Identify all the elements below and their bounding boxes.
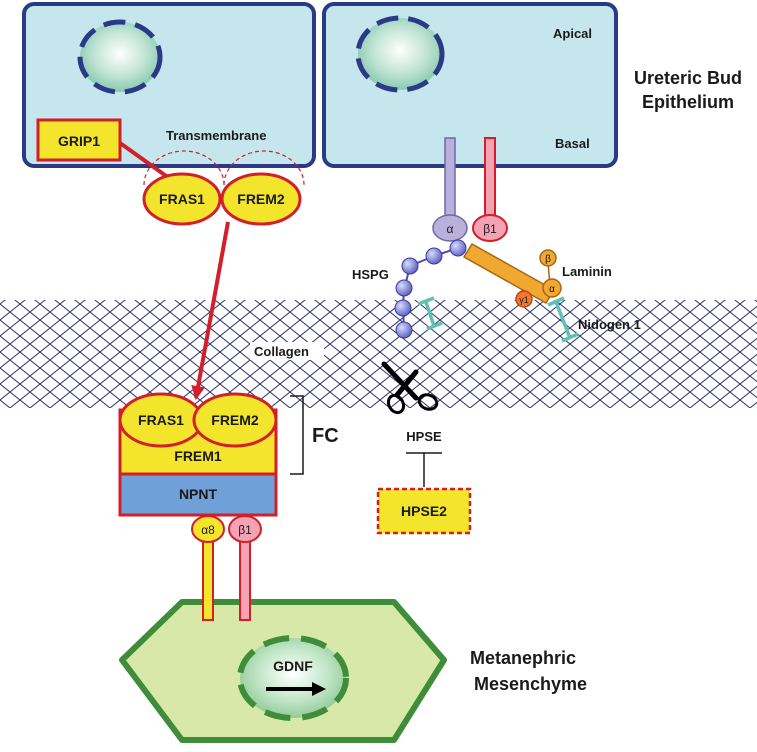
frem2-top-label: FREM2 <box>237 191 285 207</box>
nucleus-right <box>355 15 445 93</box>
ureteric-bud-label: Ureteric Bud <box>634 68 742 88</box>
mesenchyme-label: Mesenchyme <box>474 674 587 694</box>
fc-complex: FRAS1 FREM2 FREM1 NPNT <box>118 392 278 517</box>
integrin-alpha8: α8 <box>191 515 225 621</box>
fc-label: FC <box>312 425 339 447</box>
hpse-label: HPSE <box>406 429 442 444</box>
laminin-gamma1-label: γ1 <box>519 295 529 305</box>
gdnf-arrow-icon <box>266 682 326 696</box>
laminin-alpha-label: α <box>549 284 555 295</box>
collagen-mesh <box>0 300 757 408</box>
scissors-icon <box>381 361 439 415</box>
apical-label: Apical <box>553 26 592 41</box>
fc-bracket <box>290 395 304 475</box>
frem2-fc-label: FREM2 <box>211 412 259 428</box>
collagen-label: Collagen <box>254 344 309 359</box>
basal-label: Basal <box>555 136 590 151</box>
nidogen-label: Nidogen 1 <box>578 317 641 332</box>
laminin-beta <box>539 249 557 267</box>
alpha-upper-label: α <box>447 222 454 236</box>
fras1-top: FRAS1 <box>142 172 222 226</box>
integrin-beta1-upper: β1 <box>472 137 508 242</box>
grip1-label: GRIP1 <box>58 133 100 149</box>
hpse2-box: HPSE2 <box>376 487 472 535</box>
alpha8-label: α8 <box>201 523 215 537</box>
epithelium-label: Epithelium <box>642 92 734 112</box>
frem2-top: FREM2 <box>220 172 302 226</box>
frem2-fc <box>192 392 278 448</box>
nidogen-right <box>547 296 579 343</box>
mesenchyme-cell: GDNF <box>119 599 447 743</box>
laminin-beta-label: β <box>545 254 551 265</box>
frem1-label: FREM1 <box>174 448 222 464</box>
laminin: β α γ1 <box>462 242 562 308</box>
nucleus-left <box>77 19 163 95</box>
gdnf-label: GDNF <box>273 658 313 674</box>
metanephric-label: Metanephric <box>470 648 576 668</box>
fras1-top-label: FRAS1 <box>159 191 205 207</box>
epithelial-cell-right <box>322 2 618 168</box>
laminin-gamma1 <box>515 290 533 308</box>
hpse2-label: HPSE2 <box>401 503 447 519</box>
nidogen-left <box>417 296 443 331</box>
integrin-beta1-lower: β1 <box>228 515 262 621</box>
grip1-box: GRIP1 <box>36 118 122 162</box>
hspg-label: HSPG <box>352 267 389 282</box>
transmembrane-arcs <box>143 150 305 186</box>
fras1-fc-label: FRAS1 <box>138 412 184 428</box>
laminin-alpha <box>542 278 562 298</box>
beta1-lower-label: β1 <box>238 523 252 537</box>
integrin-alpha-upper: α <box>432 137 468 242</box>
hspg-chain <box>394 239 467 339</box>
nucleus-mesenchyme <box>237 635 349 721</box>
hpse2-inhibition <box>406 452 442 487</box>
npnt-label: NPNT <box>179 486 218 502</box>
collagen-label-group: Collagen <box>250 342 324 360</box>
transmembrane-label: Transmembrane <box>166 128 266 143</box>
beta1-upper-label: β1 <box>483 222 497 236</box>
laminin-label: Laminin <box>562 264 612 279</box>
frem2-fc-arrow <box>191 221 230 400</box>
